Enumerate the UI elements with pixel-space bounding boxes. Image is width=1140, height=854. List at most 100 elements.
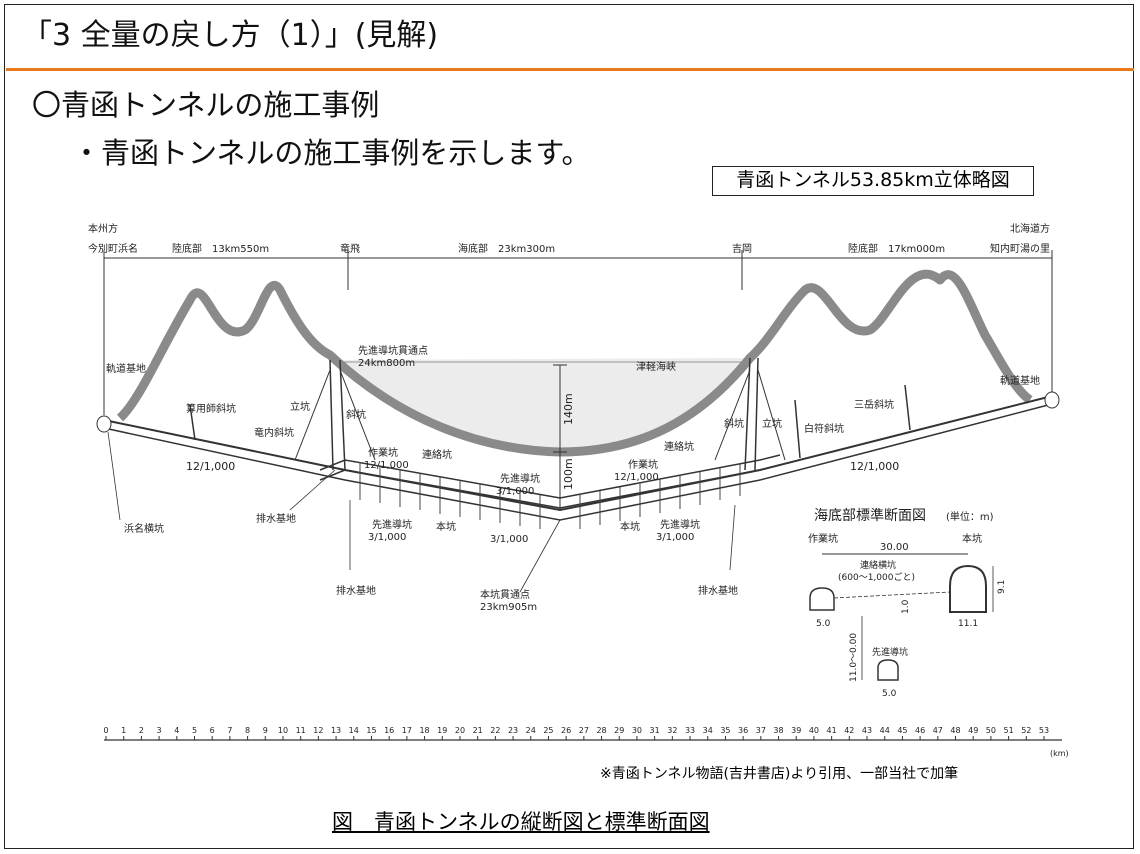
- scale-tick-label: 5: [192, 726, 197, 735]
- slide-frame: [4, 4, 1134, 849]
- honshu-label: 本州方: [88, 222, 118, 235]
- scale-tick-label: 8: [245, 726, 250, 735]
- track-base-right: 軌道基地: [1000, 374, 1040, 387]
- shiratori-label: 白符斜坑: [804, 422, 844, 435]
- shako-right-label: 斜坑: [724, 417, 744, 430]
- main-tunnel-section: [949, 564, 987, 613]
- sea-span-label: 海底部 23km300m: [458, 242, 555, 255]
- pilot-right-grad: 3/1,000: [656, 532, 694, 543]
- leader-lines: [107, 431, 736, 593]
- scale-tick-label: 41: [827, 726, 837, 735]
- width-work-label: 5.0: [816, 619, 831, 629]
- pilot-meet-label: 先進導坑貫通点: [358, 344, 428, 357]
- tatsu-right-label: 立坑: [762, 417, 782, 430]
- scale-tick-label: 12: [313, 726, 323, 735]
- yoshioka-label: 吉岡: [732, 243, 752, 255]
- scale-tick-label: 31: [650, 726, 660, 735]
- scale-tick-label: 6: [210, 726, 215, 735]
- shafts: [189, 357, 911, 471]
- renraku-right-label: 連絡坑: [664, 440, 694, 453]
- truss-ties: [359, 462, 741, 529]
- pilot-left-grad: 3/1,000: [368, 532, 406, 543]
- scale-tick-label: 21: [473, 726, 483, 735]
- height-main-label: 9.1: [997, 580, 1007, 594]
- scale-tick-label: 51: [1004, 726, 1014, 735]
- slide-title: 「3 全量の戻し方（1）」(見解): [22, 18, 439, 53]
- honko-center-grad: 3/1,000: [490, 534, 528, 545]
- scale-tick-label: 18: [419, 726, 429, 735]
- renraku-left-label: 連絡坑: [422, 448, 452, 461]
- inclined-shafts: [294, 369, 786, 461]
- honko-left-label: 本坑: [436, 520, 456, 533]
- scale-tick-label: 0: [103, 726, 108, 735]
- scale-tick-label: 2: [139, 726, 144, 735]
- scale-tick-label: 43: [862, 726, 872, 735]
- scale-tick-label: 45: [897, 726, 907, 735]
- scale-tick-label: 48: [950, 726, 960, 735]
- work-right-label: 作業坑: [628, 458, 658, 471]
- scale-tick-label: 42: [844, 726, 854, 735]
- scale-tick-label: 33: [685, 726, 695, 735]
- pilot-center-label: 先進導坑: [500, 472, 540, 485]
- tatsu-left-label: 立坑: [290, 400, 310, 413]
- pilot-tunnel-section: [877, 659, 899, 681]
- scale-unit: (km): [1050, 749, 1069, 758]
- mishima-label: 三岳斜坑: [854, 398, 894, 411]
- diagram-box-label: 青函トンネル53.85km立体略図: [712, 166, 1034, 196]
- kasayo-label: 算用師斜坑: [186, 402, 236, 415]
- work-left-grad: 12/1,000: [364, 460, 409, 471]
- scale-tick-label: 25: [543, 726, 553, 735]
- scale-tick-label: 22: [490, 726, 500, 735]
- source-note: ※青函トンネル物語(吉井書店)より引用、一部当社で加筆: [600, 766, 959, 782]
- scale-tick-label: 28: [596, 726, 606, 735]
- grad-right: 12/1,000: [850, 460, 899, 473]
- scale-tick-label: 53: [1039, 726, 1049, 735]
- scale-tick-label: 44: [880, 726, 890, 735]
- scale-tick-label: 49: [968, 726, 978, 735]
- land-right-label: 陸底部 17km000m: [848, 242, 945, 255]
- work-left-label: 作業坑: [368, 446, 398, 459]
- scale-tick-label: 38: [773, 726, 783, 735]
- main-meet-label: 本坑貫通点: [480, 588, 530, 601]
- pilot-right-label: 先進導坑: [660, 518, 700, 531]
- scale-tick-label: 50: [986, 726, 996, 735]
- scale-tick-label: 10: [278, 726, 288, 735]
- connector-section: [833, 591, 951, 599]
- work-right-grad: 12/1,000: [614, 472, 659, 483]
- width-pilot-label: 5.0: [882, 689, 897, 699]
- work-tunnel-lower: [319, 464, 781, 509]
- scale-tick-label: 47: [933, 726, 943, 735]
- hokkaido-label: 北海道方: [1010, 222, 1050, 235]
- left-end-label: 今別町浜名: [88, 242, 138, 255]
- scale-tick-label: 40: [809, 726, 819, 735]
- scale-tick-label: 35: [720, 726, 730, 735]
- scale-tick-label: 24: [526, 726, 536, 735]
- section-unit: (単位：m): [946, 510, 994, 523]
- scale-tick-label: 16: [384, 726, 394, 735]
- scale-tick-label: 46: [915, 726, 925, 735]
- naisha-label: 竜内斜坑: [254, 426, 294, 439]
- left-portal: [96, 415, 112, 433]
- vertical-gap-label: 11.0〜0.00: [849, 633, 859, 682]
- scale-tick-label: 27: [579, 726, 589, 735]
- connector-interval: (600〜1,000ごと): [838, 571, 915, 583]
- title-rule: [6, 68, 1134, 71]
- shako-left-label: 斜坑: [346, 408, 366, 421]
- scale-tick-label: 19: [437, 726, 447, 735]
- scale-tick-label: 7: [227, 726, 232, 735]
- scale-tick-label: 52: [1021, 726, 1031, 735]
- strait-label: 津軽海峡: [636, 360, 676, 373]
- width-main-label: 11.1: [958, 619, 978, 629]
- scale-tick-label: 23: [508, 726, 518, 735]
- scale-tick-label: 9: [263, 726, 268, 735]
- scale-tick-label: 37: [756, 726, 766, 735]
- scale-tick-label: 29: [614, 726, 624, 735]
- depth-100-label: 100m: [562, 458, 575, 490]
- figure-caption: 図 青函トンネルの縦断図と標準断面図: [332, 810, 710, 834]
- section-work-label: 作業坑: [808, 532, 838, 545]
- hamana-label: 浜名横坑: [124, 522, 164, 535]
- strait-sea: [330, 358, 750, 452]
- grad-left: 12/1,000: [186, 460, 235, 473]
